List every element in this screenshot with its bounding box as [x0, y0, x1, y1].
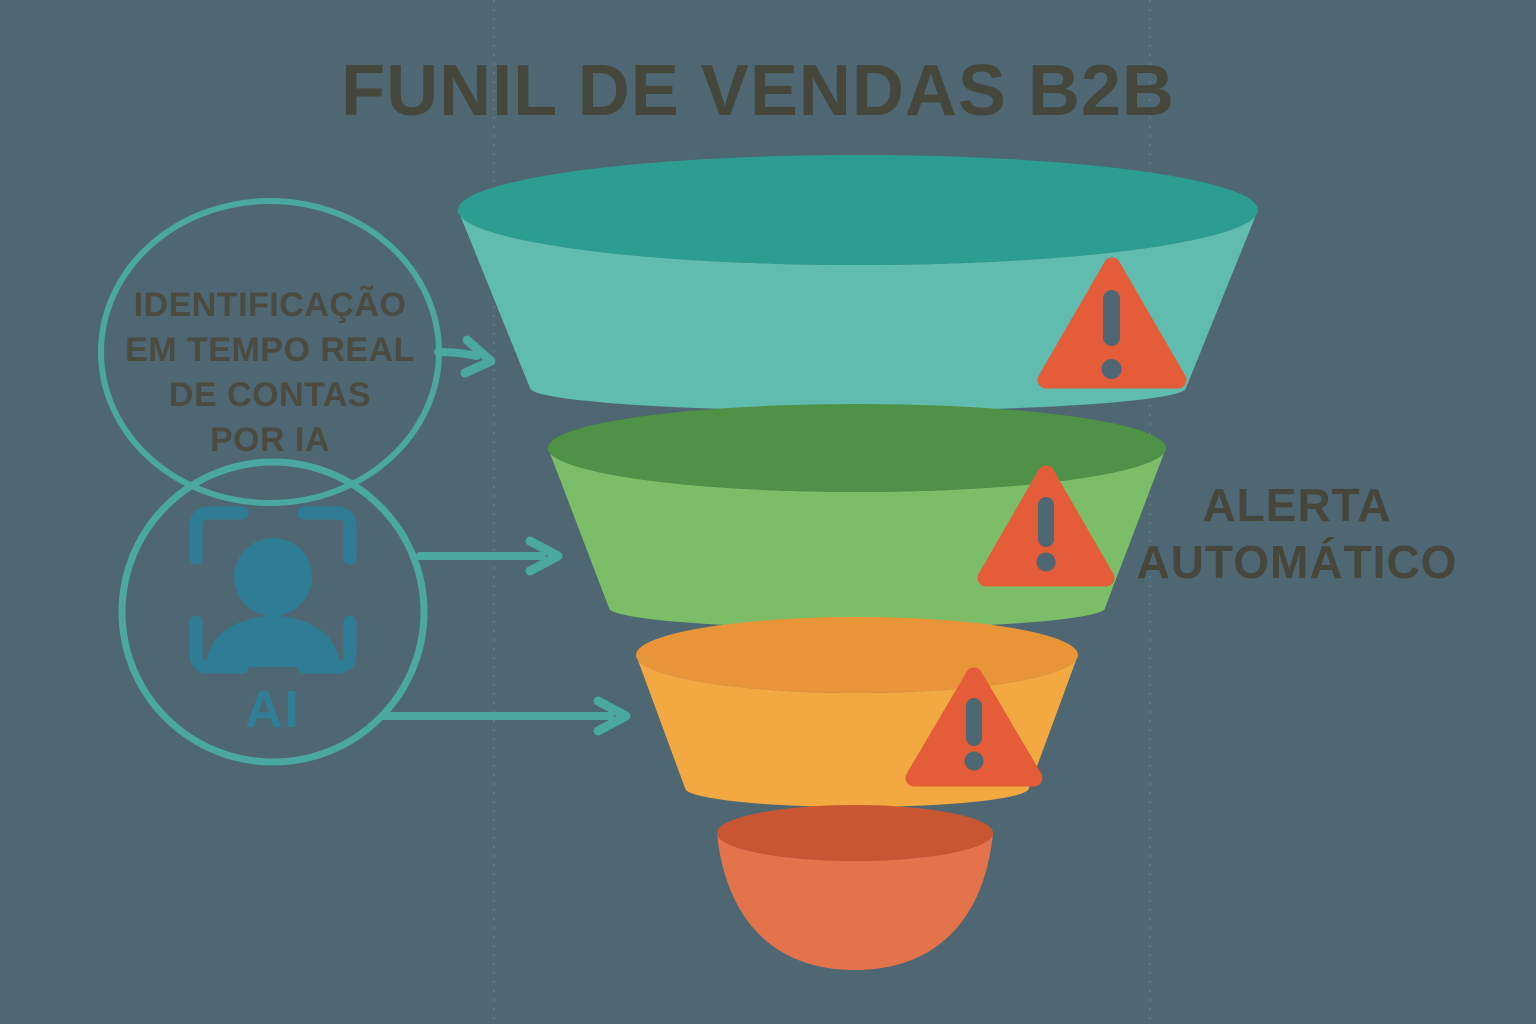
- funnel-level-3-top: [636, 617, 1078, 693]
- person-head: [234, 538, 312, 616]
- arrow-head: [525, 536, 563, 576]
- ai-label: AI: [245, 681, 301, 739]
- funnel: [458, 155, 1258, 970]
- face-scan-icon: [189, 506, 357, 674]
- exclamation-dot: [1036, 552, 1056, 572]
- info-line-2: EM TEMPO REAL: [125, 331, 415, 369]
- exclamation-dot: [964, 751, 984, 771]
- alert-label-line-1: ALERTA: [1202, 479, 1392, 531]
- exclamation-bar: [966, 698, 982, 746]
- person-shoulders: [206, 615, 340, 667]
- exclamation-bar: [1038, 497, 1054, 547]
- ai-circle-outline: [118, 458, 428, 766]
- warning-icon-level-2: [977, 465, 1115, 587]
- alert-triangles: [905, 257, 1187, 787]
- funnel-level-2-top: [548, 404, 1166, 492]
- scan-frame-top-left: [189, 506, 249, 565]
- arrow-stem: [434, 348, 481, 360]
- info-line-4: POR IA: [209, 421, 331, 459]
- warning-icon-level-1: [1037, 257, 1187, 389]
- funnel-level-4: [717, 805, 993, 970]
- info-line-1: IDENTIFICAÇÃO: [133, 286, 407, 324]
- auto-alert-label: ALERTA AUTOMÁTICO: [1087, 477, 1507, 591]
- alert-label-line-2: AUTOMÁTICO: [1136, 536, 1458, 588]
- arrow-head: [460, 335, 496, 378]
- page-title: FUNIL DE VENDAS B2B: [341, 51, 1175, 131]
- info-line-3: DE CONTAS: [168, 376, 372, 414]
- info-circle-text: IDENTIFICAÇÃO EM TEMPO REAL DE CONTAS PO…: [60, 283, 480, 463]
- arrow-to-level-3: [380, 696, 631, 736]
- connector-arrows: [380, 335, 631, 736]
- arrow-to-level-2: [416, 536, 563, 576]
- funnel-level-4-body: [717, 833, 993, 970]
- funnel-level-4-top: [717, 805, 993, 861]
- exclamation-dot: [1101, 359, 1122, 379]
- funnel-level-1-top: [458, 155, 1258, 265]
- scan-frame-top-right: [297, 506, 357, 565]
- exclamation-bar: [1103, 290, 1120, 346]
- arrow-to-level-1: [434, 335, 496, 378]
- arrow-head: [593, 696, 631, 736]
- warning-icon-level-3: [905, 667, 1043, 787]
